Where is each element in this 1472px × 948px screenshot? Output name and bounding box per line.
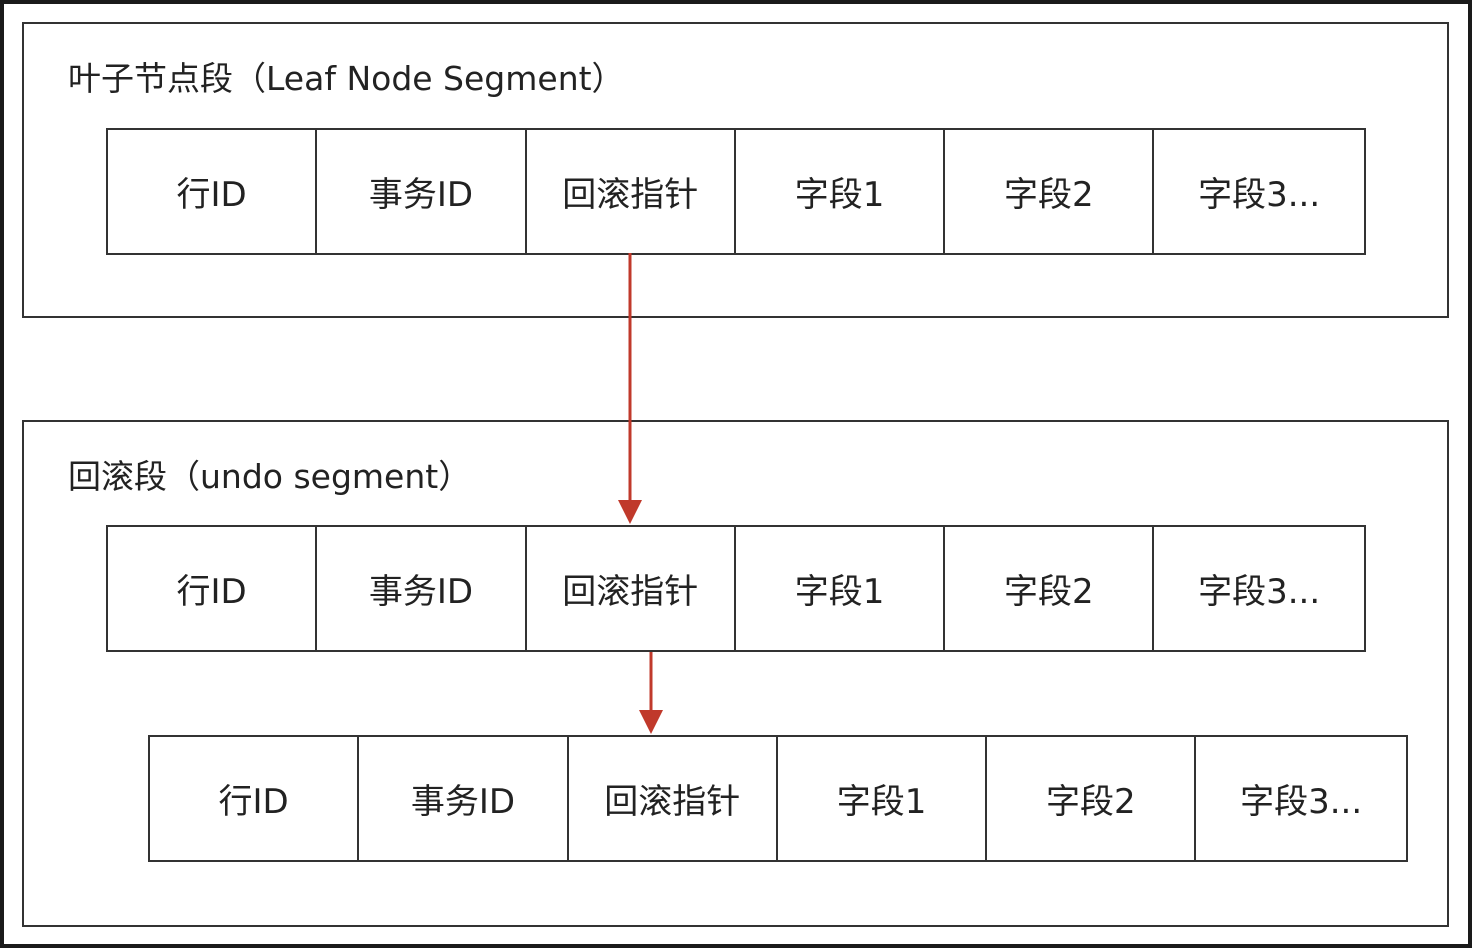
record-row: 行ID 事务ID 回滚指针 字段1 字段2 字段3...	[106, 128, 1366, 255]
cell-field-3: 字段3...	[1198, 572, 1321, 612]
cell-field-1: 字段1	[736, 527, 946, 650]
leaf-node-segment: 叶子节点段（Leaf Node Segment） 行ID 事务ID 回滚指针 字…	[22, 22, 1449, 318]
diagram-canvas: 叶子节点段（Leaf Node Segment） 行ID 事务ID 回滚指针 字…	[4, 4, 1468, 944]
cell-row-id: 行ID	[108, 130, 318, 253]
cell-roll-pointer: 回滚指针	[527, 130, 736, 253]
cell-field-2: 字段2	[945, 130, 1155, 253]
cell-trx-id: 事务ID	[317, 130, 527, 253]
cell-field-3: 字段3...	[1198, 175, 1321, 215]
cell-field-1: 字段1	[736, 130, 946, 253]
cell-field-3: 字段3...	[1240, 782, 1363, 822]
cell-row-id: 行ID	[150, 737, 360, 860]
undo-record-row: 行ID 事务ID 回滚指针 字段1 字段2 字段3...	[106, 525, 1366, 652]
cell-field-1: 字段1	[778, 737, 988, 860]
segment-title: 叶子节点段（Leaf Node Segment）	[68, 59, 625, 98]
cell-roll-pointer: 回滚指针	[527, 527, 736, 650]
cell-field-2: 字段2	[945, 527, 1155, 650]
segment-title: 回滚段（undo segment）	[68, 457, 472, 496]
cell-row-id: 行ID	[108, 527, 318, 650]
undo-record-row: 行ID 事务ID 回滚指针 字段1 字段2 字段3...	[148, 735, 1408, 862]
cell-field-2: 字段2	[987, 737, 1197, 860]
cell-roll-pointer: 回滚指针	[569, 737, 778, 860]
undo-segment: 回滚段（undo segment） 行ID 事务ID 回滚指针 字段1 字段2 …	[22, 420, 1449, 927]
cell-trx-id: 事务ID	[317, 527, 527, 650]
cell-trx-id: 事务ID	[359, 737, 569, 860]
